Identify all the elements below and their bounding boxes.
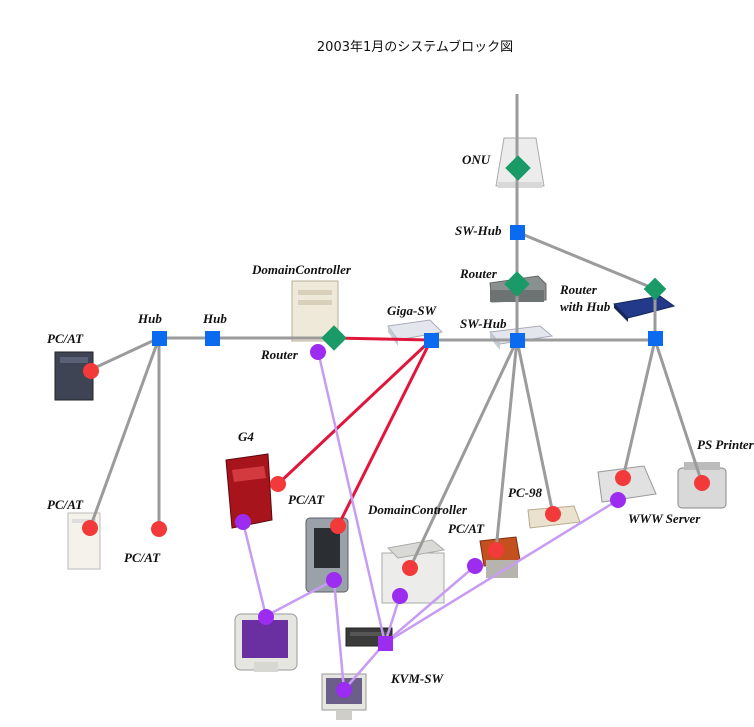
host-icon-pc-at-1: [83, 363, 99, 379]
link-router-giga-sw: [333, 336, 432, 342]
label-router-with-hub-1: Router: [559, 282, 598, 297]
kvm-port-icon-crt: [258, 609, 274, 625]
crt-monitor-picture: [234, 613, 298, 672]
host-icon-g4: [270, 476, 286, 492]
pc-at-2-picture: [67, 512, 101, 570]
label-domain-controller-top: DomainController: [251, 262, 352, 277]
kvm-port-icon-lcd: [336, 682, 352, 698]
label-giga-sw: Giga-SW: [387, 303, 438, 318]
link-hub-ps-printer: [653, 339, 704, 484]
host-icon-pc-98: [545, 506, 561, 522]
device-pictures: [54, 137, 727, 720]
switch-icon-hub-2: [205, 331, 220, 346]
label-hub-1: Hub: [137, 311, 162, 326]
host-icon-www-server: [615, 470, 631, 486]
kvm-link-domaincontroller: [383, 595, 402, 644]
gigabit-links: [276, 336, 433, 527]
label-pc-98: PC-98: [508, 485, 542, 500]
label-sw-hub-mid: SW-Hub: [460, 316, 507, 331]
router-with-hub-device-picture: [612, 295, 676, 322]
label-hub-2: Hub: [202, 311, 227, 326]
diagram-title: 2003年1月のシステムブロック図: [317, 39, 513, 55]
label-onu: ONU: [462, 152, 491, 167]
label-router-with-hub-2: with Hub: [560, 299, 611, 314]
giga-sw-device-picture: [387, 319, 444, 346]
link-swhub-pc-98: [515, 339, 555, 515]
host-icon-ps-printer: [694, 475, 710, 491]
kvm-link-g4-monitor: [241, 521, 268, 617]
host-icon-pc-at-5: [488, 542, 504, 558]
link-hub-pc-at-2: [88, 337, 161, 529]
label-www-server: WWW Server: [628, 511, 701, 526]
label-ps-printer: PS Printer: [697, 437, 754, 452]
kvm-links: [241, 350, 619, 691]
label-pc-at-4: PC/AT: [288, 492, 325, 507]
link-giga-sw-pc-at-4: [336, 339, 433, 527]
label-g4: G4: [238, 429, 254, 444]
switch-icon-hub-1: [152, 331, 167, 346]
switch-icon-hub-right: [648, 331, 663, 346]
link-giga-sw-g4: [276, 338, 433, 486]
label-kvm-sw: KVM-SW: [390, 671, 444, 686]
label-router-top: Router: [459, 266, 498, 281]
label-router-left: Router: [260, 347, 299, 362]
kvm-port-icon-domaincontroller: [392, 588, 408, 604]
label-pc-at-1: PC/AT: [47, 331, 84, 346]
switch-nodes: [152, 225, 663, 348]
link-swhub-domaincontroller: [408, 339, 519, 569]
kvm-switch-icon: [378, 636, 393, 651]
label-pc-at-3: PC/AT: [124, 550, 161, 565]
label-pc-at-5: PC/AT: [448, 521, 485, 536]
label-pc-at-2: PC/AT: [47, 497, 84, 512]
kvm-port-icon-g4: [235, 514, 251, 530]
pc-at-4-picture: [305, 517, 349, 593]
kvm-link-router: [316, 350, 387, 644]
host-icon-pc-at-4: [330, 518, 346, 534]
label-sw-hub-top: SW-Hub: [455, 223, 502, 238]
kvm-port-icon-pc-at-4: [326, 572, 342, 588]
kvm-port-icon-pc-at-5: [467, 558, 483, 574]
switch-icon-giga-sw: [424, 333, 439, 348]
kvm-link-pc-at-lcd: [332, 579, 346, 691]
host-icon-domaincontroller-bottom: [402, 560, 418, 576]
kvm-link-pc-at-5: [384, 565, 476, 644]
host-icon-pc-at-2: [82, 520, 98, 536]
kvm-port-icon-router: [310, 344, 326, 360]
link-swhub-router-with-hub: [516, 230, 656, 291]
link-hub-pc-at-1: [89, 336, 160, 372]
link-hub-www-server: [621, 339, 657, 479]
pc-at-5-picture: [479, 536, 521, 578]
router-icon-left: [321, 325, 347, 351]
kvm-link-monitor-pc-at: [265, 578, 335, 618]
g4-picture: [225, 453, 273, 529]
ethernet-links: [88, 94, 704, 569]
router-icon-onu: [505, 155, 531, 181]
kvm-nodes: [235, 344, 626, 698]
labels: ONU SW-Hub Router Router with Hub Giga-S…: [47, 152, 754, 686]
router-icon-top: [504, 271, 530, 297]
link-swhub-pc-at-5: [494, 339, 519, 551]
host-icon-pc-at-3: [151, 521, 167, 537]
router-icon-with-hub: [643, 277, 667, 301]
switch-icon-sw-hub-mid: [510, 333, 525, 348]
kvm-link-www-server: [384, 498, 619, 645]
kvm-port-icon-www-server: [610, 492, 626, 508]
host-nodes: [82, 363, 710, 576]
switch-icon-sw-hub-top: [510, 225, 525, 240]
label-domain-controller-bottom: DomainController: [367, 502, 468, 517]
